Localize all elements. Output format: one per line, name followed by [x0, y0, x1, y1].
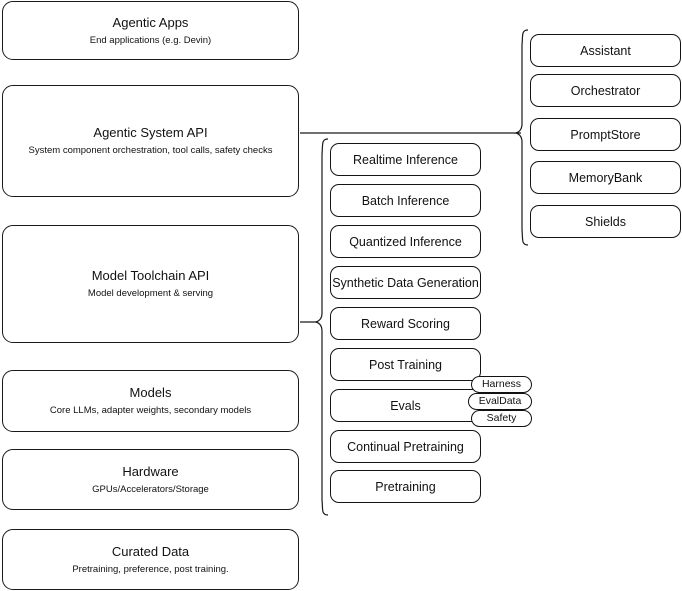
toolchain-item-reward-scoring[interactable]: Reward Scoring [330, 307, 481, 340]
toolchain-item-pretraining[interactable]: Pretraining [330, 470, 481, 503]
pill-label: Safety [486, 412, 517, 424]
chip-label: MemoryBank [568, 170, 643, 185]
layer-subtitle: End applications (e.g. Devin) [89, 34, 212, 46]
chip-label: Shields [585, 214, 626, 229]
layer-title: Agentic System API [93, 125, 208, 140]
layer-model-toolchain-api[interactable]: Model Toolchain API Model development & … [2, 225, 299, 343]
toolchain-item-batch-inference[interactable]: Batch Inference [330, 184, 481, 217]
layer-curated-data[interactable]: Curated Data Pretraining, preference, po… [2, 529, 299, 590]
pill-label: Harness [481, 378, 522, 390]
system-item-memorybank[interactable]: MemoryBank [530, 161, 681, 194]
layer-agentic-system-api[interactable]: Agentic System API System component orch… [2, 85, 299, 197]
layer-title: Model Toolchain API [91, 268, 210, 283]
toolchain-item-post-training[interactable]: Post Training [330, 348, 481, 381]
evals-subitem-harness[interactable]: Harness [471, 376, 532, 393]
chip-label: Batch Inference [361, 193, 450, 208]
layer-models[interactable]: Models Core LLMs, adapter weights, secon… [2, 370, 299, 432]
system-item-orchestrator[interactable]: Orchestrator [530, 74, 681, 107]
evals-subitem-safety[interactable]: Safety [471, 410, 532, 427]
brace-toolchain-components [314, 138, 329, 516]
layer-hardware[interactable]: Hardware GPUs/Accelerators/Storage [2, 449, 299, 510]
chip-label: Synthetic Data Generation [332, 275, 479, 290]
chip-label: Assistant [580, 43, 631, 58]
layer-title: Models [129, 385, 172, 400]
toolchain-item-quantized-inference[interactable]: Quantized Inference [330, 225, 481, 258]
layer-title: Hardware [122, 463, 179, 479]
toolchain-item-evals[interactable]: Evals [330, 389, 481, 422]
system-item-shields[interactable]: Shields [530, 205, 681, 238]
brace-system-components [514, 29, 529, 246]
chip-label: Realtime Inference [353, 152, 458, 167]
chip-label: Post Training [369, 357, 442, 372]
layer-subtitle: Model development & serving [87, 288, 214, 299]
toolchain-item-synthetic-data-generation[interactable]: Synthetic Data Generation [330, 266, 481, 299]
chip-label: PromptStore [570, 127, 641, 142]
layer-subtitle: Core LLMs, adapter weights, secondary mo… [49, 405, 252, 416]
layer-title: Curated Data [111, 543, 190, 559]
chip-label: Continual Pretraining [347, 439, 464, 454]
toolchain-item-realtime-inference[interactable]: Realtime Inference [330, 143, 481, 176]
chip-label: Evals [390, 398, 421, 413]
chip-label: Pretraining [375, 479, 436, 494]
system-item-promptstore[interactable]: PromptStore [530, 118, 681, 151]
pill-label: EvalData [478, 395, 522, 407]
layer-agentic-apps[interactable]: Agentic Apps End applications (e.g. Devi… [2, 1, 299, 60]
toolchain-item-continual-pretraining[interactable]: Continual Pretraining [330, 430, 481, 463]
layer-title: Agentic Apps [112, 14, 189, 30]
chip-label: Reward Scoring [361, 316, 450, 331]
chip-label: Orchestrator [570, 83, 641, 98]
layer-subtitle: System component orchestration, tool cal… [28, 145, 273, 156]
system-item-assistant[interactable]: Assistant [530, 34, 681, 67]
layer-subtitle: GPUs/Accelerators/Storage [92, 483, 209, 495]
layer-subtitle: Pretraining, preference, post training. [72, 563, 229, 575]
chip-label: Quantized Inference [349, 234, 462, 249]
evals-subitem-evaldata[interactable]: EvalData [468, 393, 532, 410]
